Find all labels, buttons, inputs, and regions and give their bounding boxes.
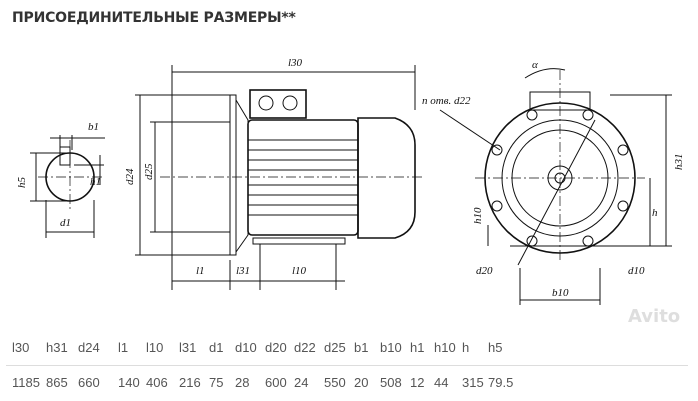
table-cell: 79.5 <box>488 375 514 390</box>
table-header: l31 <box>179 340 197 355</box>
table-header: d20 <box>265 340 287 355</box>
table-header: d22 <box>294 340 316 355</box>
table-cell: 600 <box>265 375 287 390</box>
label-h: h <box>652 207 658 219</box>
table-cell: 216 <box>179 375 201 390</box>
label-d24: d24 <box>124 168 136 185</box>
label-l10: l10 <box>292 265 307 277</box>
table-header: h31 <box>46 340 68 355</box>
label-d25: d25 <box>143 163 155 180</box>
table-header: h5 <box>488 340 503 355</box>
table-cell: 508 <box>380 375 402 390</box>
label-d1: d1 <box>60 217 71 229</box>
table-header: d25 <box>324 340 346 355</box>
table-header: d10 <box>235 340 257 355</box>
table-cell: 44 <box>434 375 449 390</box>
label-d20: d20 <box>476 265 493 277</box>
table-header: d1 <box>209 340 224 355</box>
table-cell: 12 <box>410 375 425 390</box>
label-h10: h10 <box>472 207 484 224</box>
label-holes: n отв. d22 <box>422 95 471 107</box>
label-l1: l1 <box>196 265 205 277</box>
table-cell: 550 <box>324 375 346 390</box>
table-cell: 315 <box>462 375 484 390</box>
label-h1: h1 <box>90 176 101 188</box>
table-divider <box>6 365 688 366</box>
label-b10: b10 <box>552 287 569 299</box>
table-header: h10 <box>434 340 456 355</box>
table-header: b1 <box>354 340 369 355</box>
table-header: l1 <box>118 340 129 355</box>
table-cell: 75 <box>209 375 224 390</box>
label-h5: h5 <box>16 177 28 189</box>
page-title: ПРИСОЕДИНИТЕЛЬНЫЕ РАЗМЕРЫ** <box>12 10 296 26</box>
table-cell: 1185 <box>12 375 40 390</box>
motor-side-view <box>135 65 425 290</box>
label-b1: b1 <box>88 121 99 133</box>
avito-watermark-logo: Avito <box>628 306 681 327</box>
label-d10: d10 <box>628 265 645 277</box>
table-cell: 20 <box>354 375 369 390</box>
label-l30: l30 <box>288 57 303 69</box>
shaft-section <box>30 135 105 238</box>
motor-front-view <box>439 68 672 305</box>
table-cell: 865 <box>46 375 68 390</box>
table-cell: 660 <box>78 375 100 390</box>
motor-dimension-drawing: b1 h5 h1 d1 l30 d24 d25 l1 l31 l10 <box>16 57 685 305</box>
table-header: h1 <box>410 340 425 355</box>
table-header: l30 <box>12 340 30 355</box>
table-cell: 28 <box>235 375 250 390</box>
label-l31: l31 <box>236 265 250 277</box>
table-cell: 24 <box>294 375 309 390</box>
table-header: d24 <box>78 340 100 355</box>
table-cell: 140 <box>118 375 140 390</box>
label-h31-right: h31 <box>673 154 685 171</box>
table-header: l10 <box>146 340 164 355</box>
label-alpha: α <box>532 59 538 71</box>
table-cell: 406 <box>146 375 168 390</box>
table-header: b10 <box>380 340 402 355</box>
table-header: h <box>462 340 470 355</box>
